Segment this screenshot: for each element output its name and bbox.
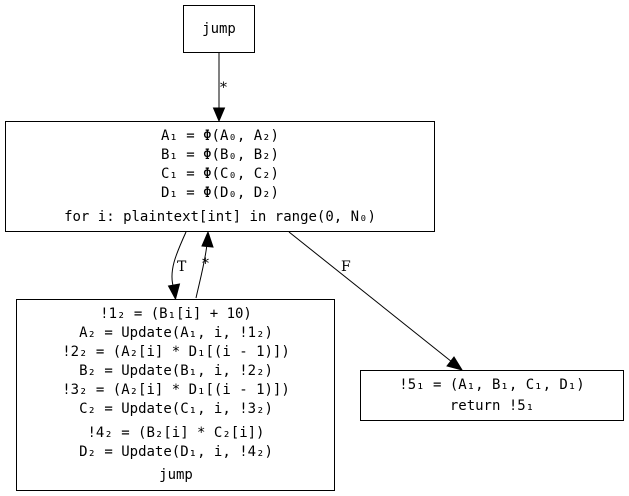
node-loop-body-line: !1₂ = (B₁[i] + 10) <box>100 306 252 322</box>
edge-label-entry-to-header: * <box>220 80 227 96</box>
node-entry: jump <box>183 5 255 53</box>
edge-label-header-to-exit: F <box>341 259 351 275</box>
edge-line-body-to-header <box>195 243 208 299</box>
arrowhead-body-to-header <box>201 230 214 248</box>
node-loop-body-line: !4₂ = (B₂[i] * C₂[i]) <box>87 425 264 441</box>
edge-entry-to-header: * <box>212 53 227 123</box>
edge-header-to-exit: F <box>288 231 464 371</box>
node-loop-header-line: C₁ = Φ(C₀, C₂) <box>161 166 279 182</box>
node-exit: !5₁ = (A₁, B₁, C₁, D₁) return !5₁ <box>360 370 624 421</box>
node-loop-header-line: D₁ = Φ(D₀, D₂) <box>161 185 279 201</box>
node-loop-header: A₁ = Φ(A₀, A₂) B₁ = Φ(B₀, B₂) C₁ = Φ(C₀,… <box>5 121 435 232</box>
node-exit-line: !5₁ = (A₁, B₁, C₁, D₁) <box>399 377 584 393</box>
edge-line-header-to-exit <box>288 231 453 363</box>
node-entry-box <box>183 5 255 53</box>
node-loop-header-line: for i: plaintext[int] in range(0, N₀) <box>64 209 376 225</box>
node-loop-body-line: B₂ = Update(B₁, i, !2₂) <box>79 363 273 379</box>
node-loop-header-box <box>5 121 435 232</box>
node-loop-body-line: !3₂ = (A₂[i] * D₁[(i - 1)]) <box>62 382 290 398</box>
arrowhead-header-to-exit <box>446 356 464 371</box>
node-loop-body-box <box>16 299 335 491</box>
node-loop-body-line: C₂ = Update(C₁, i, !3₂) <box>79 401 273 417</box>
arrowhead-entry-to-header <box>212 107 226 123</box>
node-exit-box <box>360 370 624 421</box>
edge-body-to-header: * <box>195 230 214 299</box>
node-loop-body-line: D₂ = Update(D₁, i, !4₂) <box>79 444 273 460</box>
edge-label-header-to-body: T <box>177 259 187 275</box>
node-loop-header-line: A₁ = Φ(A₀, A₂) <box>161 128 279 144</box>
arrowhead-header-to-body <box>167 283 181 301</box>
node-loop-body-line: A₂ = Update(A₁, i, !1₂) <box>79 325 273 341</box>
node-loop-body-line: !2₂ = (A₂[i] * D₁[(i - 1)]) <box>62 344 290 360</box>
edge-label-body-to-header: * <box>202 256 209 272</box>
node-entry-line: jump <box>202 21 236 37</box>
node-loop-header-line: B₁ = Φ(B₀, B₂) <box>161 147 279 163</box>
node-exit-line: return !5₁ <box>450 398 534 414</box>
node-loop-body: !1₂ = (B₁[i] + 10) A₂ = Update(A₁, i, !1… <box>16 299 335 491</box>
edge-header-to-body: T <box>167 231 187 301</box>
node-loop-body-line: jump <box>159 467 193 483</box>
